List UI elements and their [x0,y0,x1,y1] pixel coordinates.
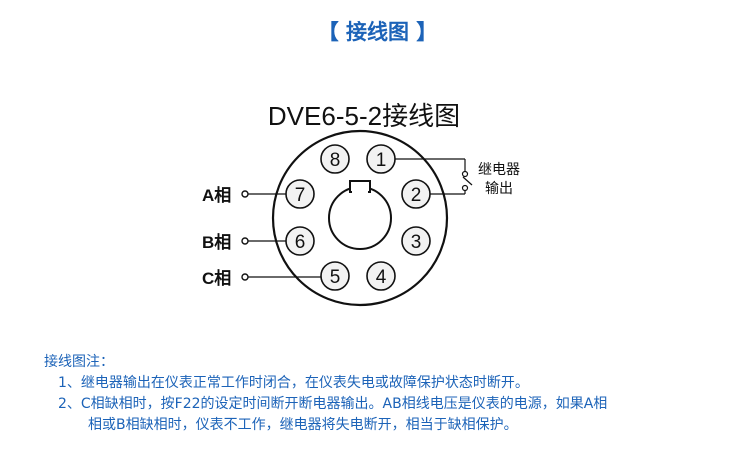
wiring-diagram: DVE6-5-2接线图 1 2 3 4 5 6 7 8 [202,101,520,307]
relay-label-line1: 继电器 [478,161,520,177]
phase-c-label: C相 [202,268,231,288]
pin-4: 4 [366,261,396,291]
pin-3-label: 3 [411,232,422,253]
pin-7-label: 7 [295,185,306,206]
pin-6-label: 6 [295,232,306,253]
wiring-notes: 接线图注： 1、继电器输出在仪表正常工作时闭合，在仪表失电或故障保护状态时断开。… [44,352,744,436]
phase-b-label: B相 [202,232,231,252]
socket-center-hole [328,186,392,250]
note-line-2b: 相或B相缺相时，仪表不工作，继电器将失电断开，相当于缺相保护。 [88,417,518,433]
phase-a-label: A相 [202,185,231,205]
relay-output-wiring [395,158,473,195]
pin-2-label: 2 [411,185,422,206]
pin-3: 3 [401,226,431,256]
pin-8: 8 [320,144,350,174]
note-line-2a: 2、C相缺相时，按F22的设定时间断开断电器输出。AB相线电压是仪表的电源，如果… [58,396,608,412]
pin-2: 2 [401,179,431,209]
pin-6: 6 [285,226,315,256]
pin-1: 1 [366,144,396,174]
pin-7: 7 [285,179,315,209]
pin-8-label: 8 [330,150,341,171]
page-title: 【 接线图 】 [317,20,438,44]
relay-label-line2: 输出 [485,180,513,196]
phase-c-wire [241,273,321,281]
pin-1-label: 1 [376,150,387,171]
pin-5-label: 5 [330,267,341,288]
note-line-1: 1、继电器输出在仪表正常工作时闭合，在仪表失电或故障保护状态时断开。 [58,375,529,391]
notes-heading: 接线图注： [44,354,114,370]
diagram-title: DVE6-5-2接线图 [268,101,460,131]
pin-5: 5 [320,261,350,291]
pin-4-label: 4 [376,267,387,288]
phase-b-wire [241,237,286,245]
phase-a-wire [241,190,286,198]
